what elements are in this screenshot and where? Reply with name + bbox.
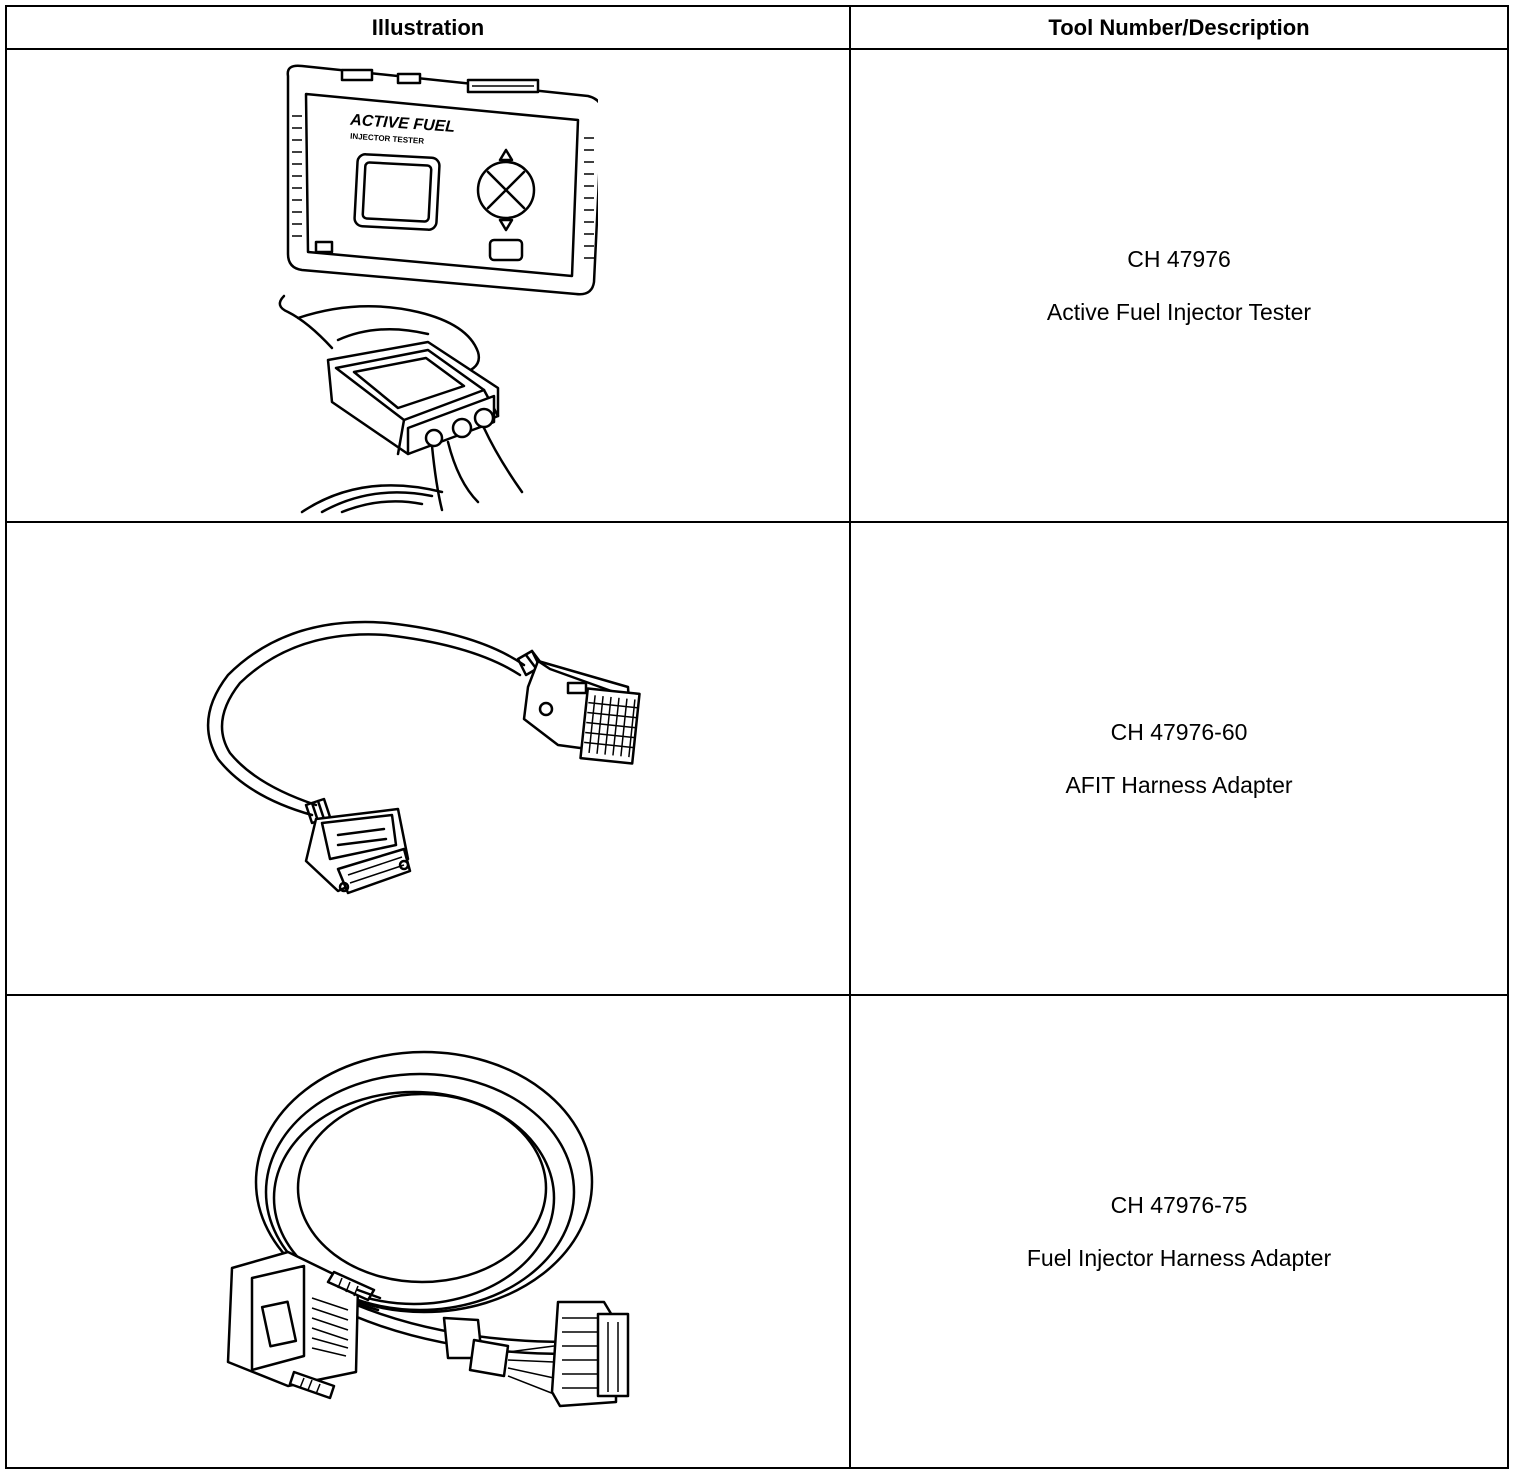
tool-description: Active Fuel Injector Tester bbox=[1046, 298, 1312, 325]
tool-cell: CH 47976-60 AFIT Harness Adapter bbox=[849, 521, 1509, 996]
tool-number-header: Tool Number/Description bbox=[849, 5, 1509, 50]
tool-description: Fuel Injector Harness Adapter bbox=[1026, 1244, 1332, 1271]
fuel-injector-harness-adapter-illustration bbox=[226, 1050, 630, 1407]
tool-number: CH 47976-75 bbox=[1110, 1191, 1248, 1218]
afit-harness-adapter-illustration bbox=[206, 620, 641, 894]
illustration-header: Illustration bbox=[5, 5, 851, 50]
tool-description: AFIT Harness Adapter bbox=[1065, 771, 1293, 798]
illustration-cell bbox=[5, 521, 851, 996]
header-row: Illustration Tool Number/Description bbox=[5, 5, 1509, 50]
tool-number: CH 47976 bbox=[1127, 245, 1231, 272]
illustration-cell bbox=[5, 994, 851, 1469]
tool-cell: CH 47976 Active Fuel Injector Tester bbox=[849, 48, 1509, 523]
table-row: CH 47976-60 AFIT Harness Adapter bbox=[5, 521, 1509, 996]
tool-cell: CH 47976-75 Fuel Injector Harness Adapte… bbox=[849, 994, 1509, 1469]
tools-table: Illustration Tool Number/Description bbox=[5, 5, 1509, 1469]
injector-tester-illustration: ACTIVE FUEL INJECTOR TESTER bbox=[278, 63, 598, 513]
table-row: ACTIVE FUEL INJECTOR TESTER bbox=[5, 48, 1509, 523]
illustration-cell: ACTIVE FUEL INJECTOR TESTER bbox=[5, 48, 851, 523]
table-row: CH 47976-75 Fuel Injector Harness Adapte… bbox=[5, 994, 1509, 1469]
tool-number: CH 47976-60 bbox=[1110, 718, 1248, 745]
